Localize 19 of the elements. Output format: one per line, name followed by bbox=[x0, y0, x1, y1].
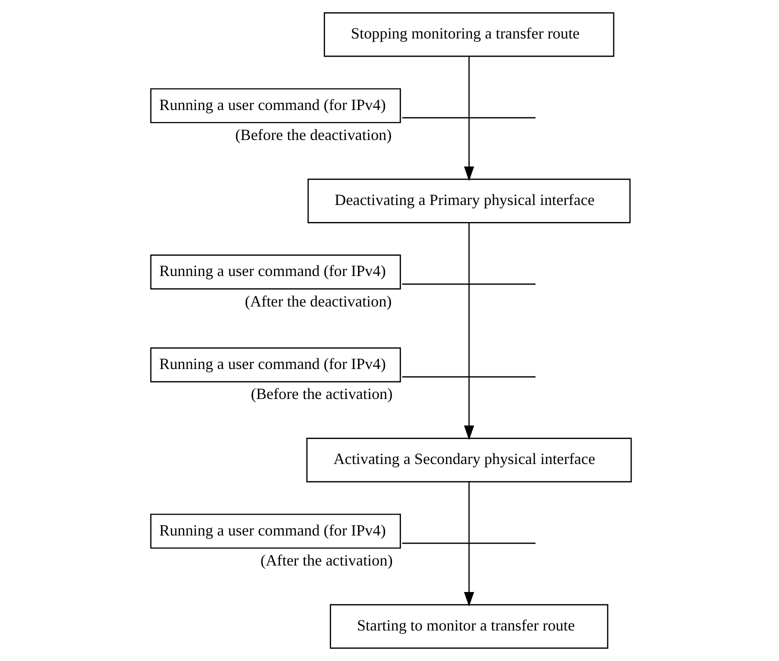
node-box: Running a user command (for IPv4) bbox=[150, 88, 401, 124]
node-box: Starting to monitor a transfer route bbox=[330, 604, 608, 649]
node-box: Deactivating a Primary physical interface bbox=[308, 178, 631, 224]
connector bbox=[402, 284, 536, 285]
node-box: Running a user command (for IPv4) bbox=[150, 254, 401, 290]
node-box: Running a user command (for IPv4) bbox=[150, 347, 401, 382]
connector bbox=[402, 542, 536, 544]
node-label: (After the deactivation) bbox=[244, 293, 392, 310]
connector bbox=[402, 117, 536, 118]
arrow bbox=[464, 222, 474, 440]
node-box: Running a user command (for IPv4) bbox=[150, 514, 401, 549]
node-box: Activating a Secondary physical interface bbox=[306, 438, 632, 482]
arrow bbox=[464, 56, 474, 181]
connector bbox=[402, 376, 536, 378]
node-label: (Before the activation) bbox=[250, 386, 393, 404]
node-label: (Before the deactivation) bbox=[235, 126, 392, 144]
node-box: Stopping monitoring a transfer route bbox=[324, 12, 614, 57]
node-label: (After the activation) bbox=[260, 552, 393, 570]
arrow bbox=[464, 482, 474, 606]
